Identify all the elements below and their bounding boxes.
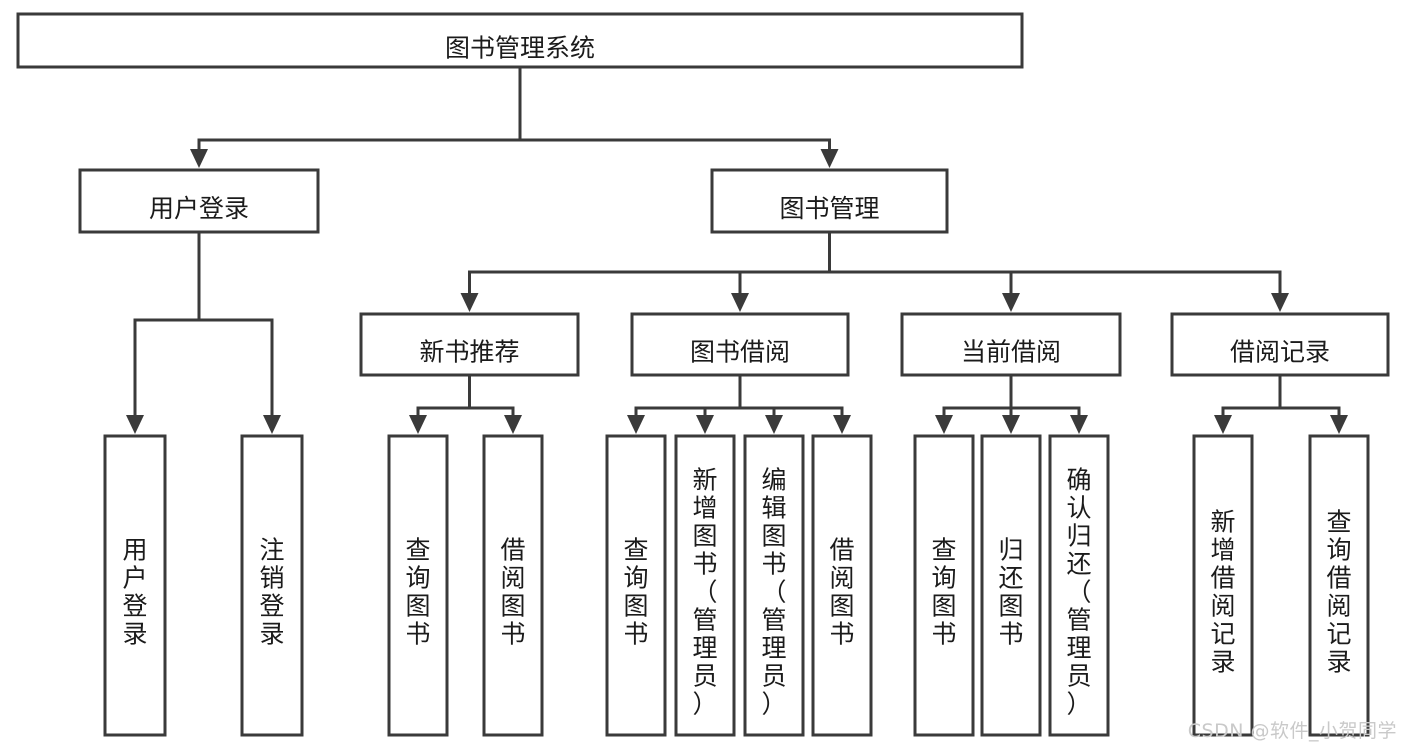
node-leaf-new-2[interactable]: 借阅图书 bbox=[482, 434, 544, 737]
connector-borrow-to-leaf-borrow-2 bbox=[696, 375, 742, 434]
connectors-layer bbox=[126, 67, 1348, 434]
node-box bbox=[1170, 312, 1390, 377]
connector-bookmgmt-to-records bbox=[828, 232, 1289, 312]
arrow-head-icon bbox=[833, 415, 851, 434]
node-label: 查询图书 bbox=[405, 535, 430, 648]
node-leaf-borrow-4[interactable]: 借阅图书 bbox=[811, 434, 873, 737]
arrow-head-icon bbox=[765, 415, 783, 434]
node-box bbox=[980, 434, 1042, 737]
node-label: 新增图书（管理员） bbox=[692, 465, 717, 718]
arrow-head-icon bbox=[1002, 415, 1020, 434]
connector-current-to-leaf-cur-1 bbox=[935, 375, 1013, 434]
node-label: 图书借阅 bbox=[690, 338, 790, 367]
connector-borrow-to-leaf-borrow-4 bbox=[738, 375, 851, 434]
node-label: 当前借阅 bbox=[961, 338, 1061, 367]
arrow-head-icon bbox=[820, 149, 839, 168]
arrow-head-icon bbox=[190, 149, 208, 168]
node-label: 新增借阅记录 bbox=[1210, 507, 1235, 676]
node-leaf-cur-1[interactable]: 查询图书 bbox=[913, 434, 975, 737]
node-leaf-login-1[interactable]: 用户登录 bbox=[103, 434, 167, 737]
arrow-head-icon bbox=[696, 415, 714, 434]
node-label: 查询图书 bbox=[623, 535, 648, 648]
node-leaf-login-2[interactable]: 注销登录 bbox=[240, 434, 304, 737]
arrow-head-icon bbox=[731, 293, 749, 312]
node-box bbox=[1192, 434, 1254, 737]
arrow-head-icon bbox=[627, 415, 645, 434]
node-label: 查询图书 bbox=[931, 535, 956, 648]
node-box bbox=[359, 312, 580, 377]
node-label: 图书管理系统 bbox=[445, 34, 595, 63]
connector-root-to-bookmgmt bbox=[518, 67, 839, 168]
node-leaf-rec-2[interactable]: 查询借阅记录 bbox=[1308, 434, 1370, 737]
node-box bbox=[78, 168, 320, 234]
node-records[interactable]: 借阅记录 bbox=[1170, 312, 1390, 377]
node-box bbox=[103, 434, 167, 737]
connector-current-to-leaf-cur-3 bbox=[1009, 375, 1088, 434]
node-label: 借阅图书 bbox=[500, 535, 525, 648]
node-label: 新书推荐 bbox=[419, 338, 519, 367]
node-box bbox=[811, 434, 873, 737]
node-current[interactable]: 当前借阅 bbox=[900, 312, 1122, 377]
node-login[interactable]: 用户登录 bbox=[78, 168, 320, 234]
csdn-watermark: CSDN @软件_小贺同学 bbox=[1187, 720, 1397, 742]
nodes-layer: 图书管理系统用户登录图书管理新书推荐图书借阅当前借阅借阅记录用户登录注销登录查询… bbox=[16, 12, 1390, 737]
arrow-head-icon bbox=[409, 415, 427, 434]
connector-newbook-to-leaf-new-1 bbox=[409, 375, 471, 434]
node-bookmgmt[interactable]: 图书管理 bbox=[710, 168, 949, 234]
node-box bbox=[605, 434, 667, 737]
node-leaf-borrow-2[interactable]: 新增图书（管理员） bbox=[674, 434, 736, 737]
node-label: 确认归还（管理员） bbox=[1066, 465, 1091, 718]
arrow-head-icon bbox=[1002, 293, 1020, 312]
arrow-head-icon bbox=[1070, 415, 1088, 434]
node-label: 用户登录 bbox=[122, 535, 147, 648]
arrow-head-icon bbox=[460, 293, 479, 312]
node-label: 注销登录 bbox=[259, 535, 284, 648]
node-label: 图书管理 bbox=[779, 194, 879, 223]
node-box bbox=[913, 434, 975, 737]
node-label: 用户登录 bbox=[149, 194, 249, 223]
node-label: 查询借阅记录 bbox=[1326, 507, 1351, 676]
node-box bbox=[743, 434, 805, 737]
node-box bbox=[900, 312, 1122, 377]
arrow-head-icon bbox=[935, 415, 953, 434]
arrow-head-icon bbox=[1214, 415, 1232, 434]
node-label: 编辑图书（管理员） bbox=[761, 465, 786, 718]
connector-records-to-leaf-rec-2 bbox=[1278, 375, 1348, 434]
node-box bbox=[16, 12, 1024, 69]
node-newbook[interactable]: 新书推荐 bbox=[359, 312, 580, 377]
node-borrow[interactable]: 图书借阅 bbox=[630, 312, 850, 377]
node-leaf-cur-2[interactable]: 归还图书 bbox=[980, 434, 1042, 737]
arrow-head-icon bbox=[1330, 415, 1348, 434]
connector-records-to-leaf-rec-1 bbox=[1214, 375, 1282, 434]
node-box bbox=[1308, 434, 1370, 737]
connector-borrow-to-leaf-borrow-1 bbox=[627, 375, 742, 434]
node-label: 归还图书 bbox=[998, 535, 1023, 648]
node-box bbox=[630, 312, 850, 377]
node-box bbox=[240, 434, 304, 737]
node-leaf-new-1[interactable]: 查询图书 bbox=[387, 434, 449, 737]
connector-bookmgmt-to-borrow bbox=[731, 232, 831, 312]
node-label: 借阅记录 bbox=[1230, 338, 1330, 367]
connector-login-to-leaf-login-1 bbox=[126, 232, 201, 434]
connector-login-to-leaf-login-2 bbox=[197, 232, 281, 434]
connector-borrow-to-leaf-borrow-3 bbox=[738, 375, 783, 434]
node-box bbox=[674, 434, 736, 737]
arrow-head-icon bbox=[1271, 293, 1289, 312]
node-leaf-borrow-3[interactable]: 编辑图书（管理员） bbox=[743, 434, 805, 737]
connector-root-to-login bbox=[190, 67, 522, 168]
arrow-head-icon bbox=[504, 415, 522, 434]
node-root[interactable]: 图书管理系统 bbox=[16, 12, 1024, 69]
node-box bbox=[387, 434, 449, 737]
node-box bbox=[482, 434, 544, 737]
node-leaf-rec-1[interactable]: 新增借阅记录 bbox=[1192, 434, 1254, 737]
connector-newbook-to-leaf-new-2 bbox=[468, 375, 522, 434]
arrow-head-icon bbox=[263, 415, 281, 434]
node-box bbox=[710, 168, 949, 234]
node-leaf-borrow-1[interactable]: 查询图书 bbox=[605, 434, 667, 737]
arrow-head-icon bbox=[126, 415, 144, 434]
node-label: 借阅图书 bbox=[829, 535, 854, 648]
node-leaf-cur-3[interactable]: 确认归还（管理员） bbox=[1048, 434, 1110, 737]
node-box bbox=[1048, 434, 1110, 737]
